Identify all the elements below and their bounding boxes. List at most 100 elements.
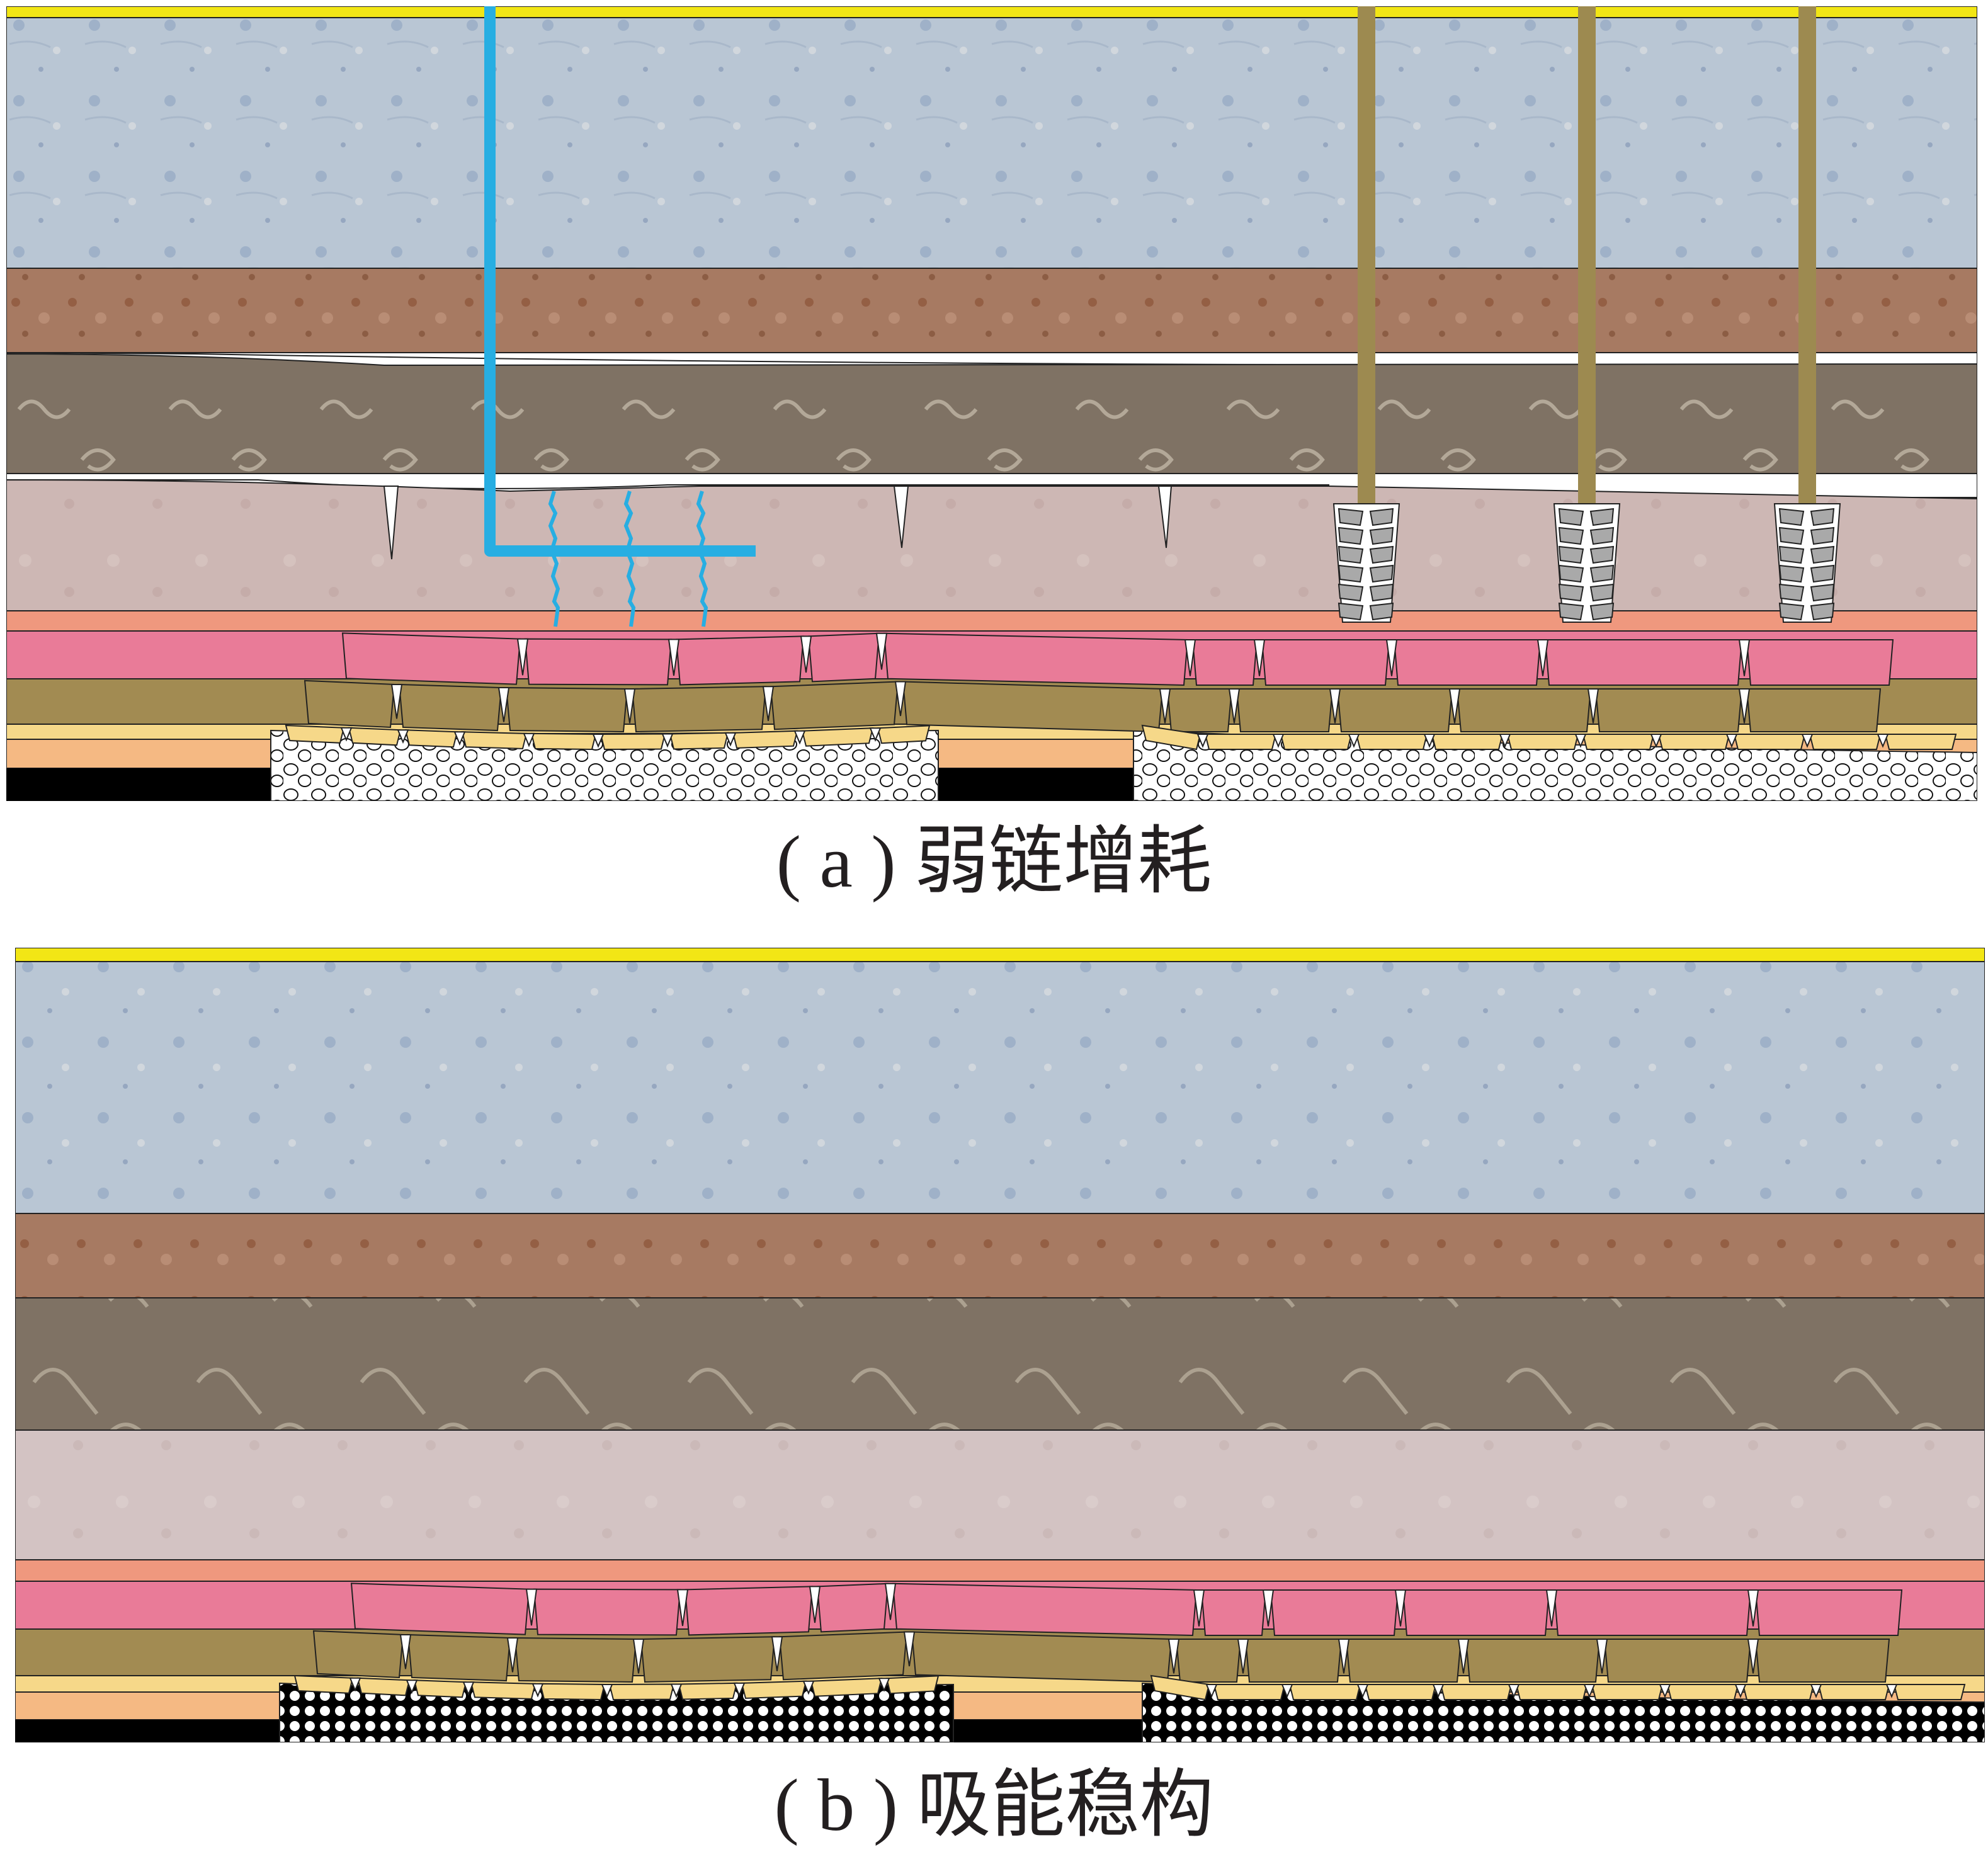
immediate-roof-block bbox=[599, 733, 666, 750]
immediate-roof-block bbox=[1893, 1684, 1966, 1700]
immediate-roof-block bbox=[1150, 1674, 1210, 1701]
bolt-fragment bbox=[1589, 564, 1615, 583]
crack-icon bbox=[1385, 639, 1398, 676]
pink-key-block bbox=[1544, 639, 1743, 686]
bolt-fragment bbox=[1558, 526, 1584, 545]
immediate-roof-block bbox=[293, 1674, 354, 1694]
bolt-fragment bbox=[1778, 508, 1805, 526]
dark-mudstone-layer bbox=[6, 353, 1977, 474]
crack-icon bbox=[793, 730, 806, 745]
strata-diagram-a bbox=[6, 6, 1977, 801]
olive-roof-block bbox=[1465, 1639, 1601, 1683]
bolt-fragment bbox=[1778, 602, 1805, 621]
immediate-roof-block bbox=[1742, 1684, 1815, 1700]
immediate-roof-block bbox=[678, 1682, 738, 1700]
crack-icon bbox=[1167, 1639, 1180, 1674]
crack-icon bbox=[869, 727, 882, 742]
immediate-roof-block bbox=[404, 729, 458, 748]
hydraulic-crack-icon bbox=[548, 491, 708, 627]
crack-icon bbox=[1338, 1639, 1350, 1674]
crack-icon bbox=[516, 638, 529, 676]
olive-roof-block bbox=[1594, 688, 1743, 732]
crack-icon bbox=[1432, 1684, 1445, 1698]
broken-strata-blocks bbox=[285, 632, 1957, 751]
crack-icon bbox=[1587, 688, 1599, 724]
immediate-roof-block bbox=[1213, 1684, 1286, 1700]
immediate-roof-block bbox=[801, 727, 874, 747]
crack-icon bbox=[592, 733, 605, 748]
immediate-roof-block bbox=[669, 732, 729, 750]
anchor-bolt-group bbox=[1332, 6, 1841, 623]
crack-icon bbox=[506, 1637, 519, 1673]
olive-roof-block bbox=[631, 686, 767, 732]
bolt-fragment bbox=[1369, 526, 1394, 545]
crack-icon bbox=[523, 732, 535, 747]
olive-roof-block bbox=[1603, 1639, 1752, 1683]
pink-key-block bbox=[883, 632, 1189, 686]
bolt-fragment bbox=[1338, 564, 1364, 583]
crack-icon bbox=[878, 1678, 890, 1693]
bolt-fragment bbox=[1589, 583, 1615, 602]
crack-icon bbox=[1725, 734, 1738, 748]
immediate-roof-block bbox=[348, 727, 402, 746]
bolt-fragment bbox=[1589, 526, 1615, 545]
crack-icon bbox=[623, 688, 636, 724]
bolt-fragment bbox=[1369, 545, 1394, 564]
l-shaped-pipe-icon[interactable] bbox=[484, 6, 756, 557]
crack-icon bbox=[632, 1638, 645, 1674]
olive-roof-block bbox=[1345, 1639, 1462, 1683]
strata-diagram-b bbox=[15, 948, 1985, 1742]
pink-key-block bbox=[1402, 1589, 1550, 1636]
bolt-fragment bbox=[1810, 583, 1835, 602]
crack-icon bbox=[601, 1683, 613, 1698]
pink-key-block bbox=[1754, 1589, 1903, 1636]
crack-icon bbox=[1253, 639, 1266, 676]
immediate-roof-block bbox=[470, 1681, 537, 1700]
immediate-roof-block bbox=[1440, 1684, 1513, 1700]
broken-strata-blocks bbox=[293, 1582, 1966, 1701]
bolt-fragment bbox=[1810, 508, 1835, 526]
immediate-roof-block bbox=[1733, 734, 1806, 750]
crack-icon bbox=[1205, 1684, 1218, 1698]
crack-icon bbox=[1237, 1639, 1249, 1674]
immediate-roof-block bbox=[885, 1675, 940, 1695]
topsoil-layer bbox=[15, 961, 1985, 1214]
pink-key-block bbox=[675, 635, 805, 686]
immediate-roof-block bbox=[1666, 1684, 1739, 1700]
immediate-roof-block bbox=[1431, 734, 1504, 750]
olive-roof-block bbox=[1244, 1639, 1343, 1683]
crack-icon bbox=[1193, 1589, 1205, 1627]
immediate-roof-block bbox=[539, 1683, 606, 1700]
crack-icon bbox=[1281, 1684, 1293, 1698]
dark-mudstone-layer bbox=[15, 1297, 1985, 1431]
bolt-fragment bbox=[1369, 564, 1394, 583]
olive-roof-block bbox=[1746, 688, 1882, 732]
crack-icon bbox=[1457, 1639, 1470, 1674]
salmon-key-layer bbox=[6, 610, 1977, 632]
crack-icon bbox=[399, 1633, 412, 1669]
caption-b: ( b ) 吸能稳构 bbox=[774, 1764, 1214, 1846]
crack-icon bbox=[1877, 734, 1889, 748]
immediate-roof-block bbox=[1364, 1684, 1437, 1700]
bolt-fragment bbox=[1778, 583, 1805, 602]
bolt-fragment bbox=[1589, 602, 1615, 621]
crack-icon bbox=[894, 681, 907, 717]
bolt-fragment bbox=[1338, 526, 1364, 545]
bolt-fragment bbox=[1338, 583, 1364, 602]
olive-roof-block bbox=[1235, 688, 1334, 732]
crack-icon bbox=[340, 727, 353, 742]
bolt-fragment bbox=[1589, 508, 1615, 526]
pink-key-block bbox=[533, 1588, 681, 1636]
bolt-fragment bbox=[1778, 526, 1805, 545]
salmon-key-layer bbox=[15, 1559, 1985, 1582]
olive-roof-block bbox=[514, 1637, 637, 1683]
crack-icon bbox=[1801, 734, 1814, 748]
pink-siltstone-layer bbox=[15, 1429, 1985, 1560]
topsoil-layer bbox=[6, 17, 1977, 269]
olive-roof-block bbox=[1336, 688, 1453, 732]
crack-icon bbox=[1659, 1684, 1671, 1698]
crack-icon bbox=[397, 729, 409, 744]
bolt-fragment bbox=[1369, 508, 1394, 526]
pink-key-block bbox=[816, 1582, 889, 1633]
pink-key-block bbox=[1261, 639, 1390, 686]
